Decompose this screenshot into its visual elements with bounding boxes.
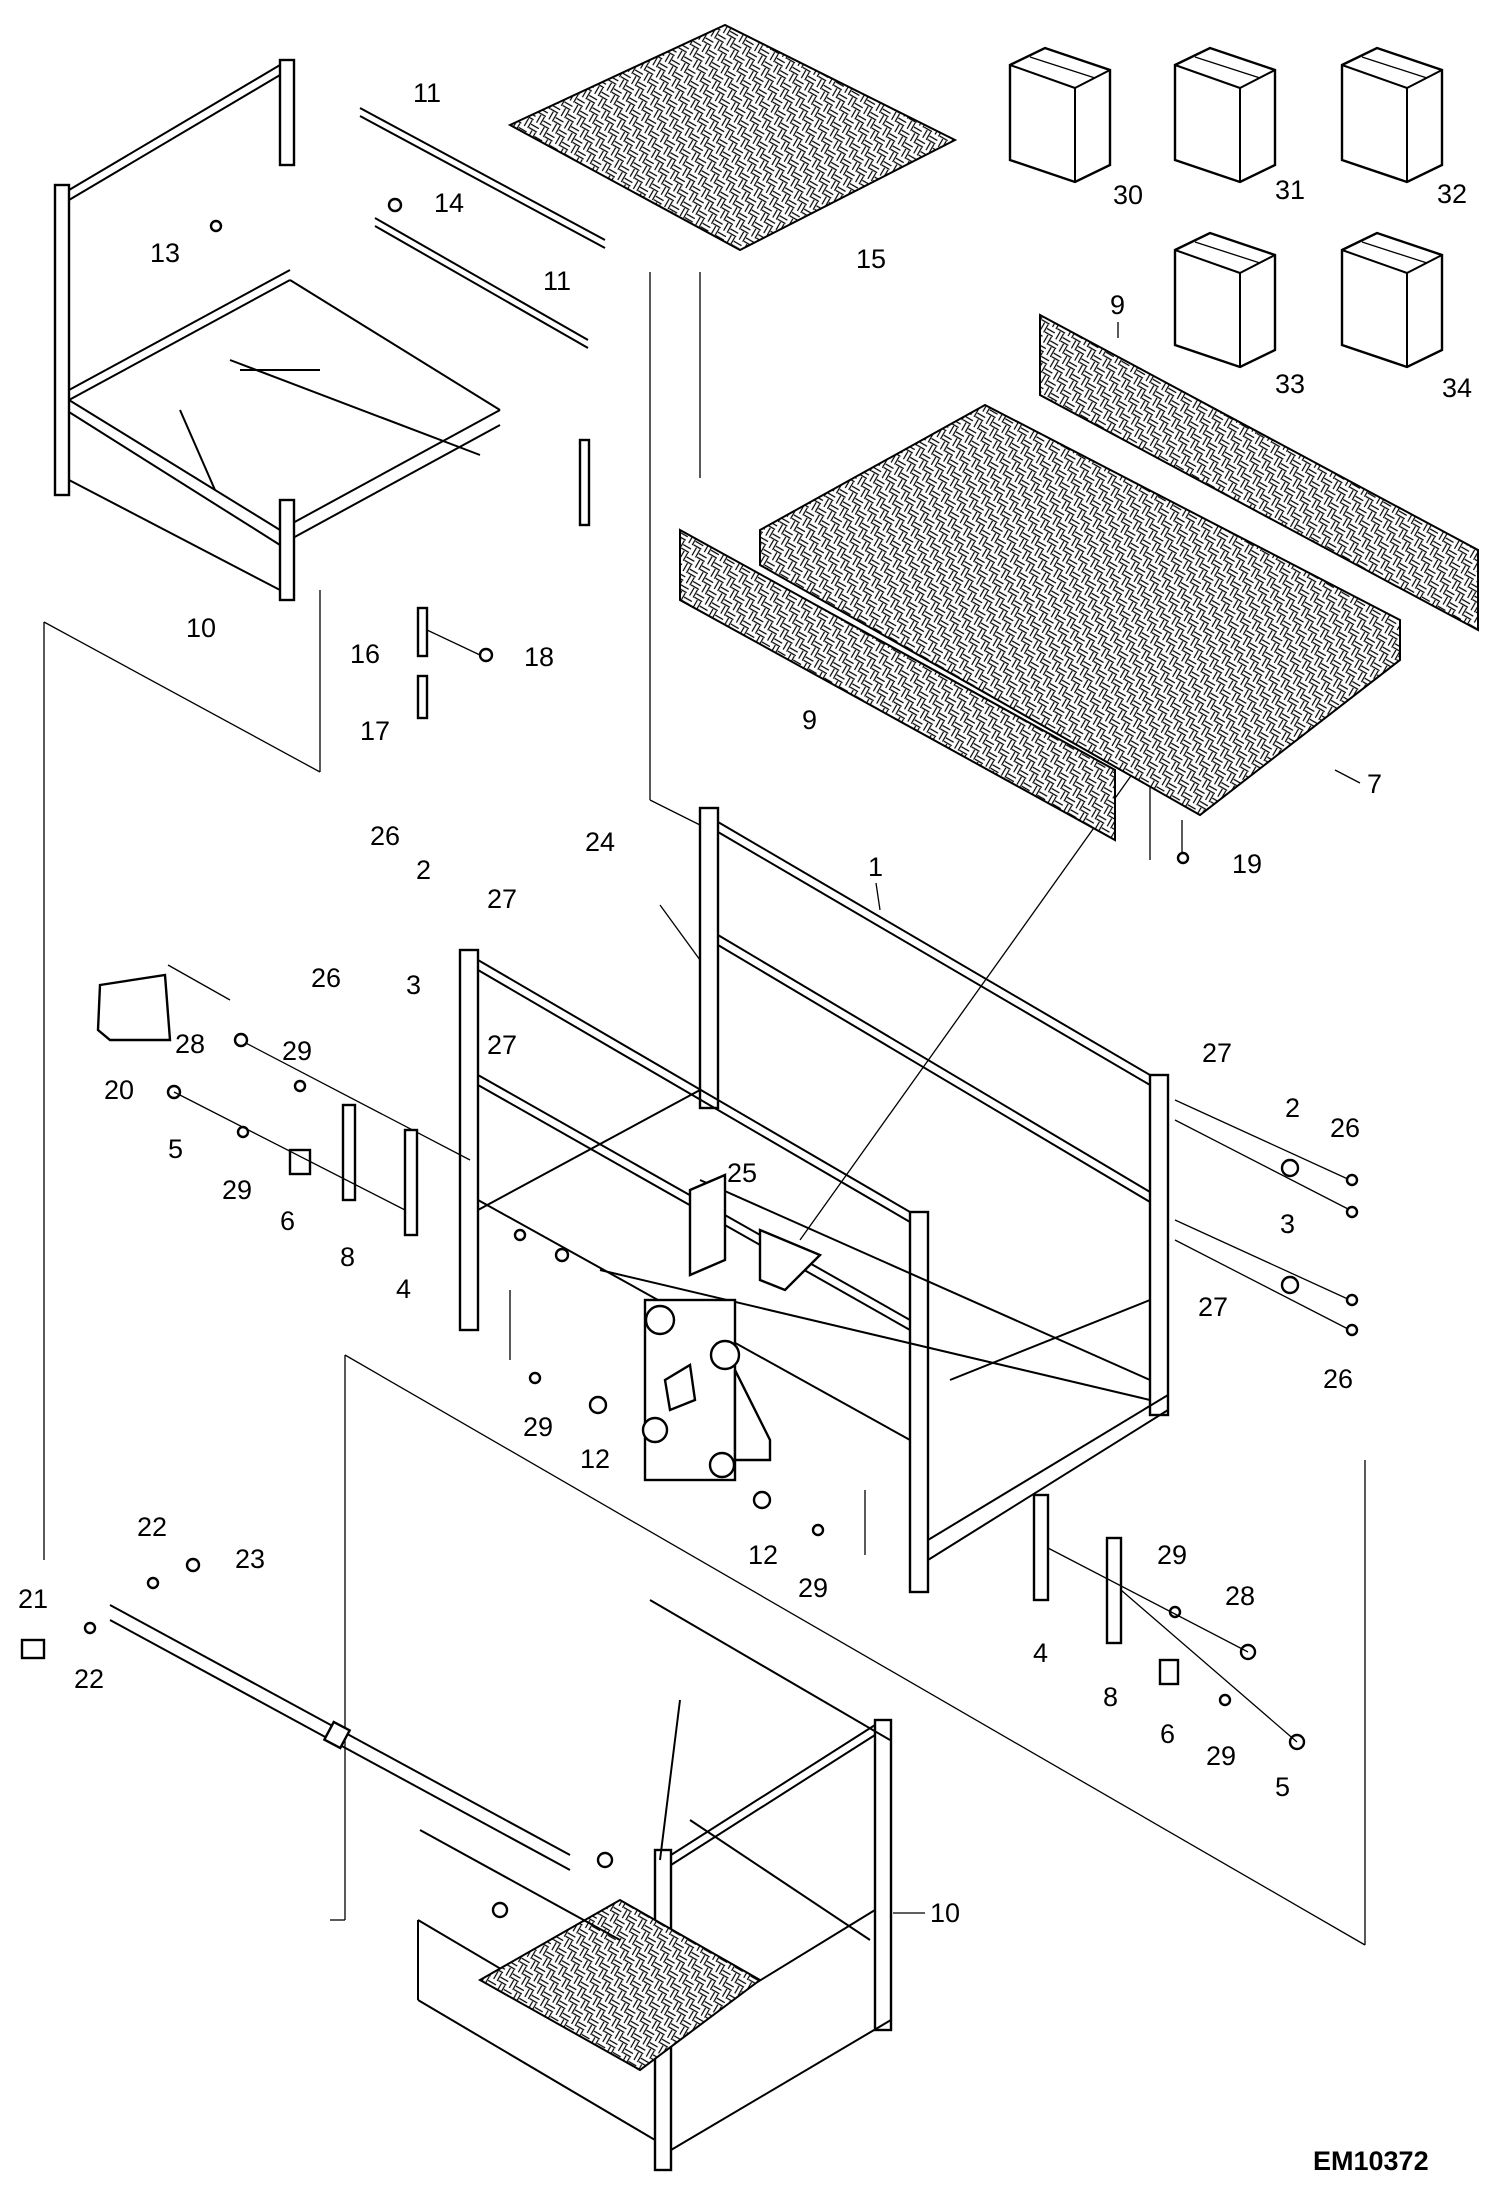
callout-6: 6 bbox=[280, 1206, 295, 1236]
callout-11: 11 bbox=[543, 266, 571, 296]
callout-33: 33 bbox=[1275, 369, 1305, 399]
callout-28: 28 bbox=[1225, 1581, 1255, 1611]
callout-26: 26 bbox=[311, 963, 341, 993]
callout-27: 27 bbox=[1198, 1292, 1228, 1322]
tread-plate-15 bbox=[507, 23, 958, 252]
callout-12: 12 bbox=[748, 1540, 778, 1570]
callout-8: 8 bbox=[1103, 1682, 1118, 1712]
callout-29: 29 bbox=[798, 1573, 828, 1603]
callout-27: 27 bbox=[1202, 1038, 1232, 1068]
callout-4: 4 bbox=[396, 1274, 411, 1304]
axle-rod bbox=[20, 1557, 571, 1871]
box-32 bbox=[1340, 46, 1444, 184]
callout-22: 22 bbox=[74, 1664, 104, 1694]
callout-26: 26 bbox=[1323, 1364, 1353, 1394]
callout-26: 26 bbox=[1330, 1113, 1360, 1143]
callout-21: 21 bbox=[18, 1584, 48, 1614]
callout-31: 31 bbox=[1275, 175, 1305, 205]
callout-12: 12 bbox=[580, 1444, 610, 1474]
box-34 bbox=[1340, 231, 1444, 369]
callout-13: 13 bbox=[150, 238, 180, 268]
callout-24: 24 bbox=[585, 827, 615, 857]
box-31 bbox=[1173, 46, 1277, 184]
callout-30: 30 bbox=[1113, 180, 1143, 210]
callout-6: 6 bbox=[1160, 1719, 1175, 1749]
callout-29: 29 bbox=[222, 1175, 252, 1205]
callout-8: 8 bbox=[340, 1242, 355, 1272]
callout-34: 34 bbox=[1442, 373, 1472, 403]
callout-7: 7 bbox=[1367, 769, 1382, 799]
boxes bbox=[1008, 46, 1444, 369]
callout-27: 27 bbox=[487, 884, 517, 914]
right-fasteners bbox=[1032, 1099, 1359, 1751]
callout-16: 16 bbox=[350, 639, 380, 669]
callout-26: 26 bbox=[370, 821, 400, 851]
drawing-code: EM10372 bbox=[1313, 2146, 1429, 2176]
callout-9: 9 bbox=[1110, 290, 1125, 320]
upper-side-platform bbox=[53, 58, 501, 602]
callout-5: 5 bbox=[168, 1134, 183, 1164]
callout-23: 23 bbox=[235, 1544, 265, 1574]
callout-29: 29 bbox=[1206, 1741, 1236, 1771]
middle-fasteners bbox=[509, 1290, 866, 1555]
callout-18: 18 bbox=[524, 642, 554, 672]
callout-2: 2 bbox=[1285, 1093, 1300, 1123]
callout-labels: 1 2 2 3 3 4 4 5 5 6 6 7 8 8 9 9 10 10 11… bbox=[18, 78, 1472, 1928]
callout-1: 1 bbox=[868, 852, 883, 882]
tread-plates bbox=[679, 313, 1479, 865]
callout-10: 10 bbox=[930, 1898, 960, 1928]
callout-22: 22 bbox=[137, 1512, 167, 1542]
construction-lines bbox=[43, 272, 1366, 1946]
callout-28: 28 bbox=[175, 1029, 205, 1059]
callout-11: 11 bbox=[413, 78, 441, 108]
callout-5: 5 bbox=[1275, 1772, 1290, 1802]
callout-14: 14 bbox=[434, 188, 464, 218]
box-30 bbox=[1008, 46, 1112, 184]
main-frame bbox=[458, 806, 1170, 1594]
lower-side-platform bbox=[417, 1599, 893, 2172]
callout-29: 29 bbox=[1157, 1540, 1187, 1570]
coupler-assembly bbox=[641, 1173, 823, 1482]
callout-32: 32 bbox=[1437, 179, 1467, 209]
left-fasteners bbox=[96, 973, 570, 1263]
callout-10: 10 bbox=[186, 613, 216, 643]
callout-27: 27 bbox=[487, 1030, 517, 1060]
callout-17: 17 bbox=[360, 716, 390, 746]
callout-3: 3 bbox=[406, 970, 421, 1000]
callout-19: 19 bbox=[1232, 849, 1262, 879]
callout-15: 15 bbox=[856, 244, 886, 274]
box-33 bbox=[1173, 231, 1277, 369]
callout-2: 2 bbox=[416, 855, 431, 885]
callout-25: 25 bbox=[727, 1158, 757, 1188]
rods-upper bbox=[209, 107, 606, 720]
callout-4: 4 bbox=[1033, 1638, 1048, 1668]
callout-20: 20 bbox=[104, 1075, 134, 1105]
callout-9: 9 bbox=[802, 705, 817, 735]
callout-29: 29 bbox=[282, 1036, 312, 1066]
callout-29: 29 bbox=[523, 1412, 553, 1442]
callout-3: 3 bbox=[1280, 1209, 1295, 1239]
